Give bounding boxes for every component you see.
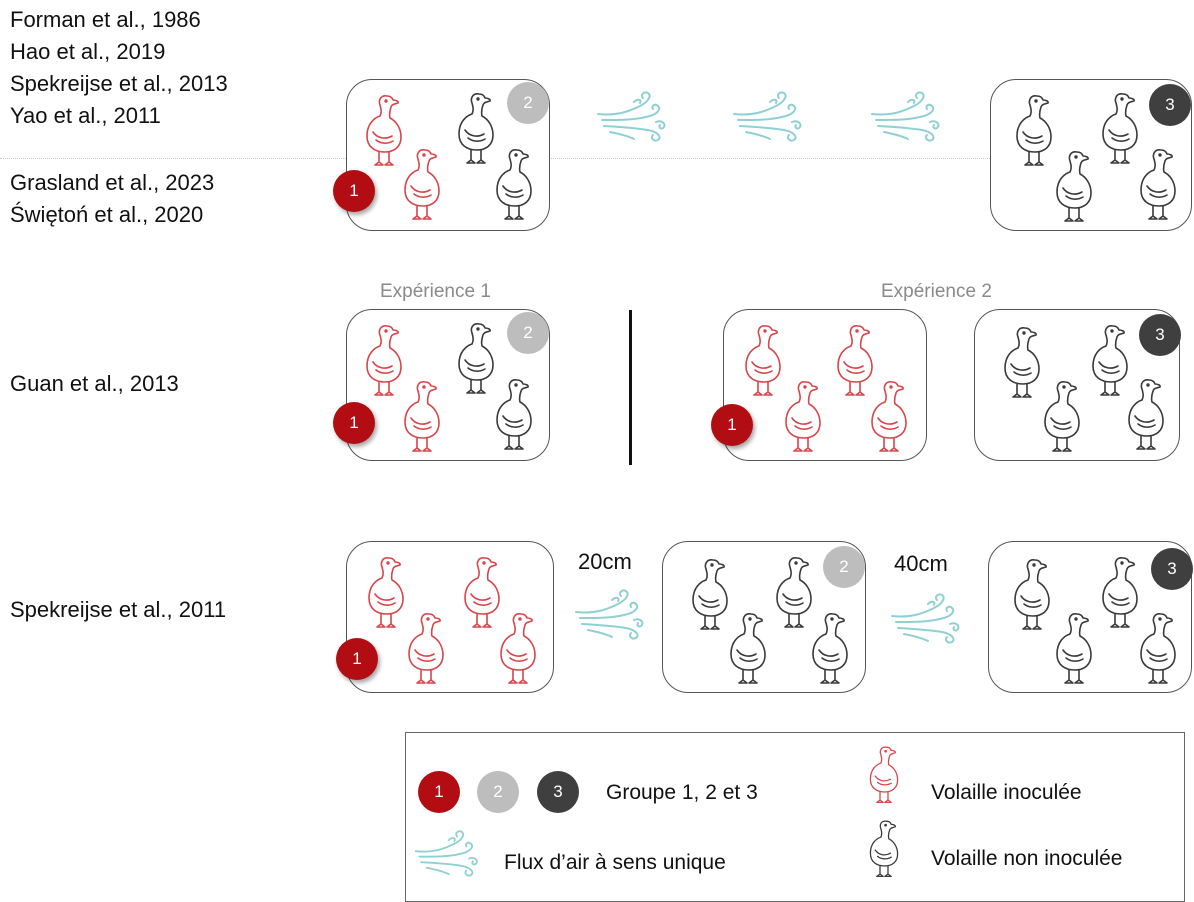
non-inoculated-duck-icon (1037, 378, 1087, 458)
non-inoculated-duck-icon (489, 146, 539, 226)
pen-contact-40cm: 3 (988, 541, 1193, 693)
experiment-2-label: Expérience 2 (881, 281, 992, 302)
inoculated-duck-icon (493, 610, 543, 690)
reference: Spekreijse et al., 2011 (10, 597, 227, 622)
experiment-1-label: Expérience 1 (380, 281, 491, 302)
group-3-badge: 3 (537, 771, 579, 813)
group-1-badge: 1 (711, 404, 753, 446)
airflow-icon (412, 829, 482, 877)
inoculated-duck-icon (864, 378, 914, 458)
group-1-badge: 1 (336, 638, 378, 680)
group-2-badge: 2 (477, 771, 519, 813)
airflow-icon (868, 90, 944, 142)
non-inoculated-duck-icon (864, 817, 904, 883)
pen-contact: 3 (990, 79, 1192, 231)
reference-list-b: Grasland et al., 2023 Świętoń et al., 20… (10, 167, 214, 231)
distance-label: 20cm (578, 549, 632, 574)
group-1-badge: 1 (333, 170, 375, 212)
airflow-icon (594, 90, 670, 142)
legend-groups-label: Groupe 1, 2 et 3 (606, 781, 758, 804)
legend-non-inoculated-label: Volaille non inoculée (931, 847, 1123, 870)
pen-exp2-contact: 3 (974, 309, 1181, 461)
inoculated-duck-icon (397, 378, 447, 458)
non-inoculated-duck-icon (805, 610, 855, 690)
reference-list-a: Forman et al., 1986 Hao et al., 2019 Spe… (10, 4, 228, 132)
pen-mixed: 2 (346, 79, 550, 231)
airflow-icon (888, 592, 964, 644)
experiment-separator (629, 310, 632, 465)
group-2-badge: 2 (507, 312, 549, 354)
legend: 1 2 3 Groupe 1, 2 et 3 Flux d’air à sens… (405, 732, 1185, 902)
reference: Świętoń et al., 2020 (10, 202, 204, 227)
group-3-badge: 3 (1149, 84, 1191, 126)
non-inoculated-duck-icon (1049, 610, 1099, 690)
group-3-badge: 3 (1151, 548, 1193, 590)
airflow-icon (730, 90, 806, 142)
inoculated-duck-icon (397, 146, 447, 226)
non-inoculated-duck-icon (1049, 148, 1099, 228)
non-inoculated-duck-icon (1133, 610, 1183, 690)
reference: Spekreijse et al., 2013 (10, 71, 228, 96)
legend-inoculated-label: Volaille inoculée (931, 781, 1082, 804)
reference-row2: Guan et al., 2013 (10, 368, 179, 400)
inoculated-duck-icon (401, 610, 451, 690)
reference-row3: Spekreijse et al., 2011 (10, 594, 226, 626)
pen-exp2-inoculated (723, 309, 927, 461)
pen-contact-20cm: 2 (662, 541, 866, 693)
group-2-badge: 2 (507, 82, 549, 124)
inoculated-duck-icon (778, 378, 828, 458)
inoculated-duck-icon (864, 743, 904, 809)
pen-exp1: 2 (346, 309, 550, 461)
distance-label: 40cm (894, 551, 948, 576)
pen-inoculated (346, 541, 554, 693)
reference: Grasland et al., 2023 (10, 170, 215, 195)
reference: Yao et al., 2011 (10, 103, 161, 128)
non-inoculated-duck-icon (1133, 146, 1183, 226)
non-inoculated-duck-icon (1121, 376, 1171, 456)
reference: Forman et al., 1986 (10, 7, 201, 32)
reference: Guan et al., 2013 (10, 371, 179, 396)
group-1-badge: 1 (418, 771, 460, 813)
airflow-icon (572, 588, 648, 640)
non-inoculated-duck-icon (489, 376, 539, 456)
group-1-badge: 1 (333, 402, 375, 444)
group-2-badge: 2 (823, 546, 865, 588)
legend-airflow-label: Flux d’air à sens unique (504, 851, 726, 874)
group-3-badge: 3 (1139, 314, 1181, 356)
reference: Hao et al., 2019 (10, 39, 166, 64)
non-inoculated-duck-icon (723, 610, 773, 690)
